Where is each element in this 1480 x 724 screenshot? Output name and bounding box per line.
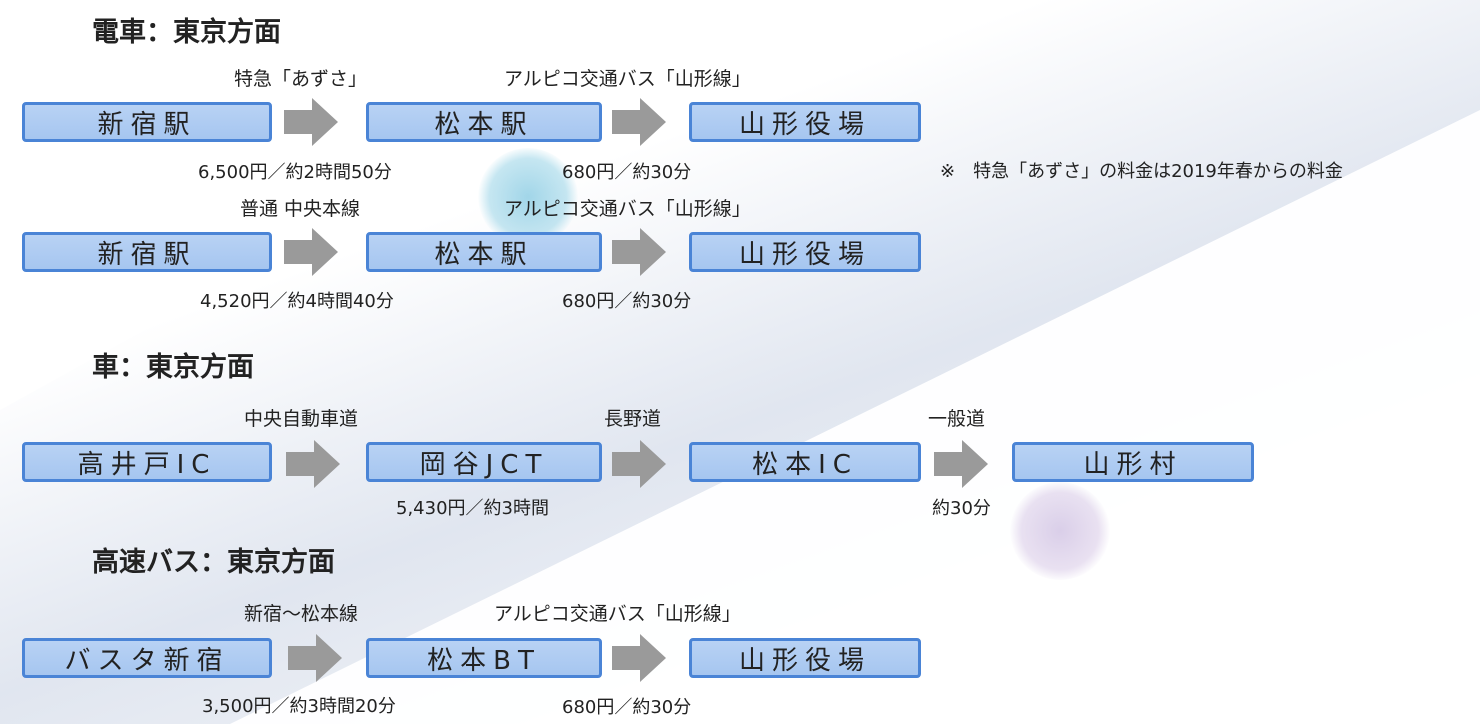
train-row1-cost1: 6,500円／約2時間50分 — [198, 162, 392, 183]
bus-heading: 高速バス：東京方面 — [92, 547, 335, 578]
arrow-icon — [284, 228, 338, 276]
train-row2-route1: 普通 中央本線 — [240, 198, 361, 220]
decorative-purple-blob — [1010, 482, 1110, 580]
train-row2-to-box: 山形役場 — [689, 232, 921, 272]
car-from-box: 高井戸IC — [22, 442, 272, 482]
train-row1-route2: アルピコ交通バス「山形線」 — [504, 68, 751, 90]
train-row2-route2: アルピコ交通バス「山形線」 — [504, 198, 751, 220]
car-heading: 車：東京方面 — [92, 352, 254, 383]
arrow-icon — [284, 98, 338, 146]
arrow-icon — [934, 440, 988, 488]
car-via1-box: 岡谷JCT — [366, 442, 602, 482]
arrow-icon — [612, 440, 666, 488]
bus-from-box: バスタ新宿 — [22, 638, 272, 678]
train-row1-route1: 特急「あずさ」 — [234, 68, 368, 90]
bus-cost1: 3,500円／約3時間20分 — [202, 696, 396, 717]
bus-route1: 新宿〜松本線 — [244, 603, 359, 625]
bus-cost2: 680円／約30分 — [562, 697, 692, 718]
train-row1-to-box: 山形役場 — [689, 102, 921, 142]
arrow-icon — [612, 634, 666, 682]
car-route1: 中央自動車道 — [244, 408, 359, 430]
bus-to-box: 山形役場 — [689, 638, 921, 678]
arrow-icon — [612, 228, 666, 276]
train-row1-via-box: 松本駅 — [366, 102, 602, 142]
car-cost3: 約30分 — [932, 498, 991, 519]
car-cost1: 5,430円／約3時間 — [396, 498, 549, 519]
bus-route2: アルピコ交通バス「山形線」 — [494, 603, 741, 625]
bus-via-box: 松本BT — [366, 638, 602, 678]
train-row2-from-box: 新宿駅 — [22, 232, 272, 272]
arrow-icon — [612, 98, 666, 146]
car-route3: 一般道 — [928, 408, 986, 430]
train-heading: 電車：東京方面 — [92, 17, 281, 48]
decorative-blue-blob — [478, 148, 578, 246]
car-via2-box: 松本IC — [689, 442, 921, 482]
car-to-box: 山形村 — [1012, 442, 1254, 482]
train-row2-via-box: 松本駅 — [366, 232, 602, 272]
train-row2-cost1: 4,520円／約4時間40分 — [200, 291, 394, 312]
train-row2-cost2: 680円／約30分 — [562, 291, 692, 312]
arrow-icon — [286, 440, 340, 488]
car-route2: 長野道 — [604, 408, 662, 430]
train-note: ※ 特急「あずさ」の料金は2019年春からの料金 — [940, 161, 1343, 182]
train-row1-from-box: 新宿駅 — [22, 102, 272, 142]
arrow-icon — [288, 634, 342, 682]
train-row1-cost2: 680円／約30分 — [562, 162, 692, 183]
